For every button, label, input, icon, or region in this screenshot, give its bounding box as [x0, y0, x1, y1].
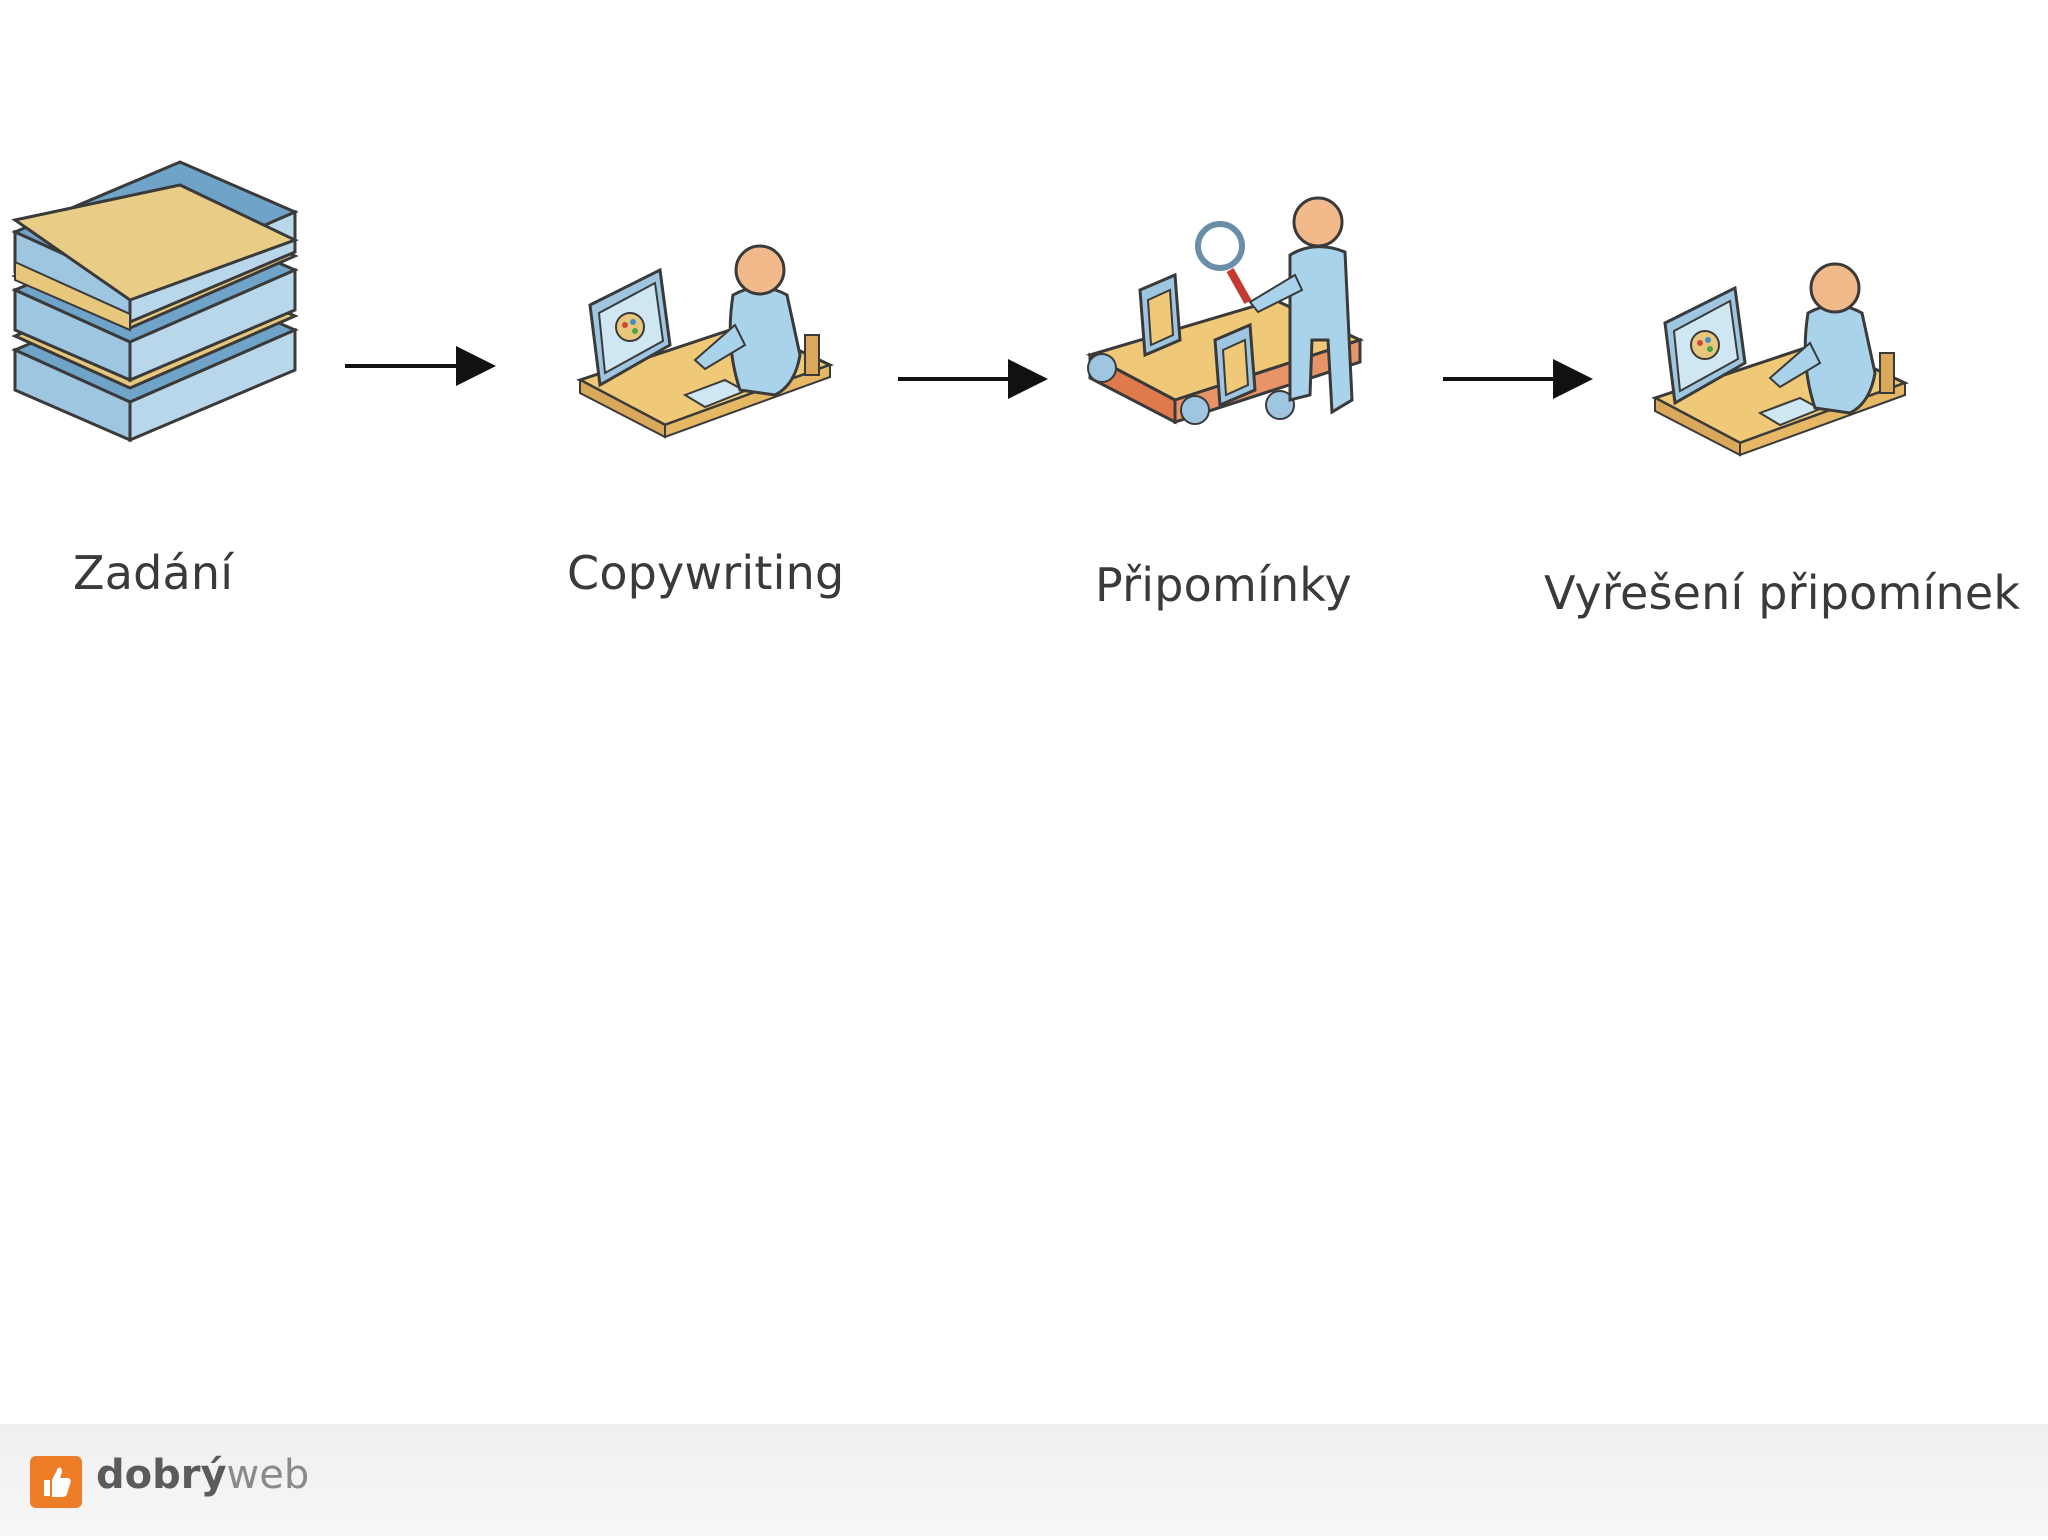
- person-at-computer-icon: [576, 244, 834, 439]
- person-at-computer-icon: [1651, 262, 1909, 457]
- stacked-books-icon: [11, 160, 299, 443]
- step-label-vyreseni-pripominek: Vyřešení připomínek: [1544, 566, 2021, 620]
- step-label-zadani: Zadání: [73, 546, 234, 600]
- step-label-copywriting: Copywriting: [567, 546, 845, 600]
- thumbs-up-logo-icon: [30, 1456, 82, 1508]
- inspector-conveyor-icon: [1086, 196, 1365, 425]
- brand-name-light: web: [226, 1452, 310, 1498]
- brand-name-bold: dobrý: [96, 1452, 227, 1498]
- footer-bar: dobrýweb: [0, 1424, 2048, 1536]
- step-label-pripominky: Připomínky: [1095, 558, 1352, 612]
- brand-logo[interactable]: dobrýweb: [96, 1452, 309, 1498]
